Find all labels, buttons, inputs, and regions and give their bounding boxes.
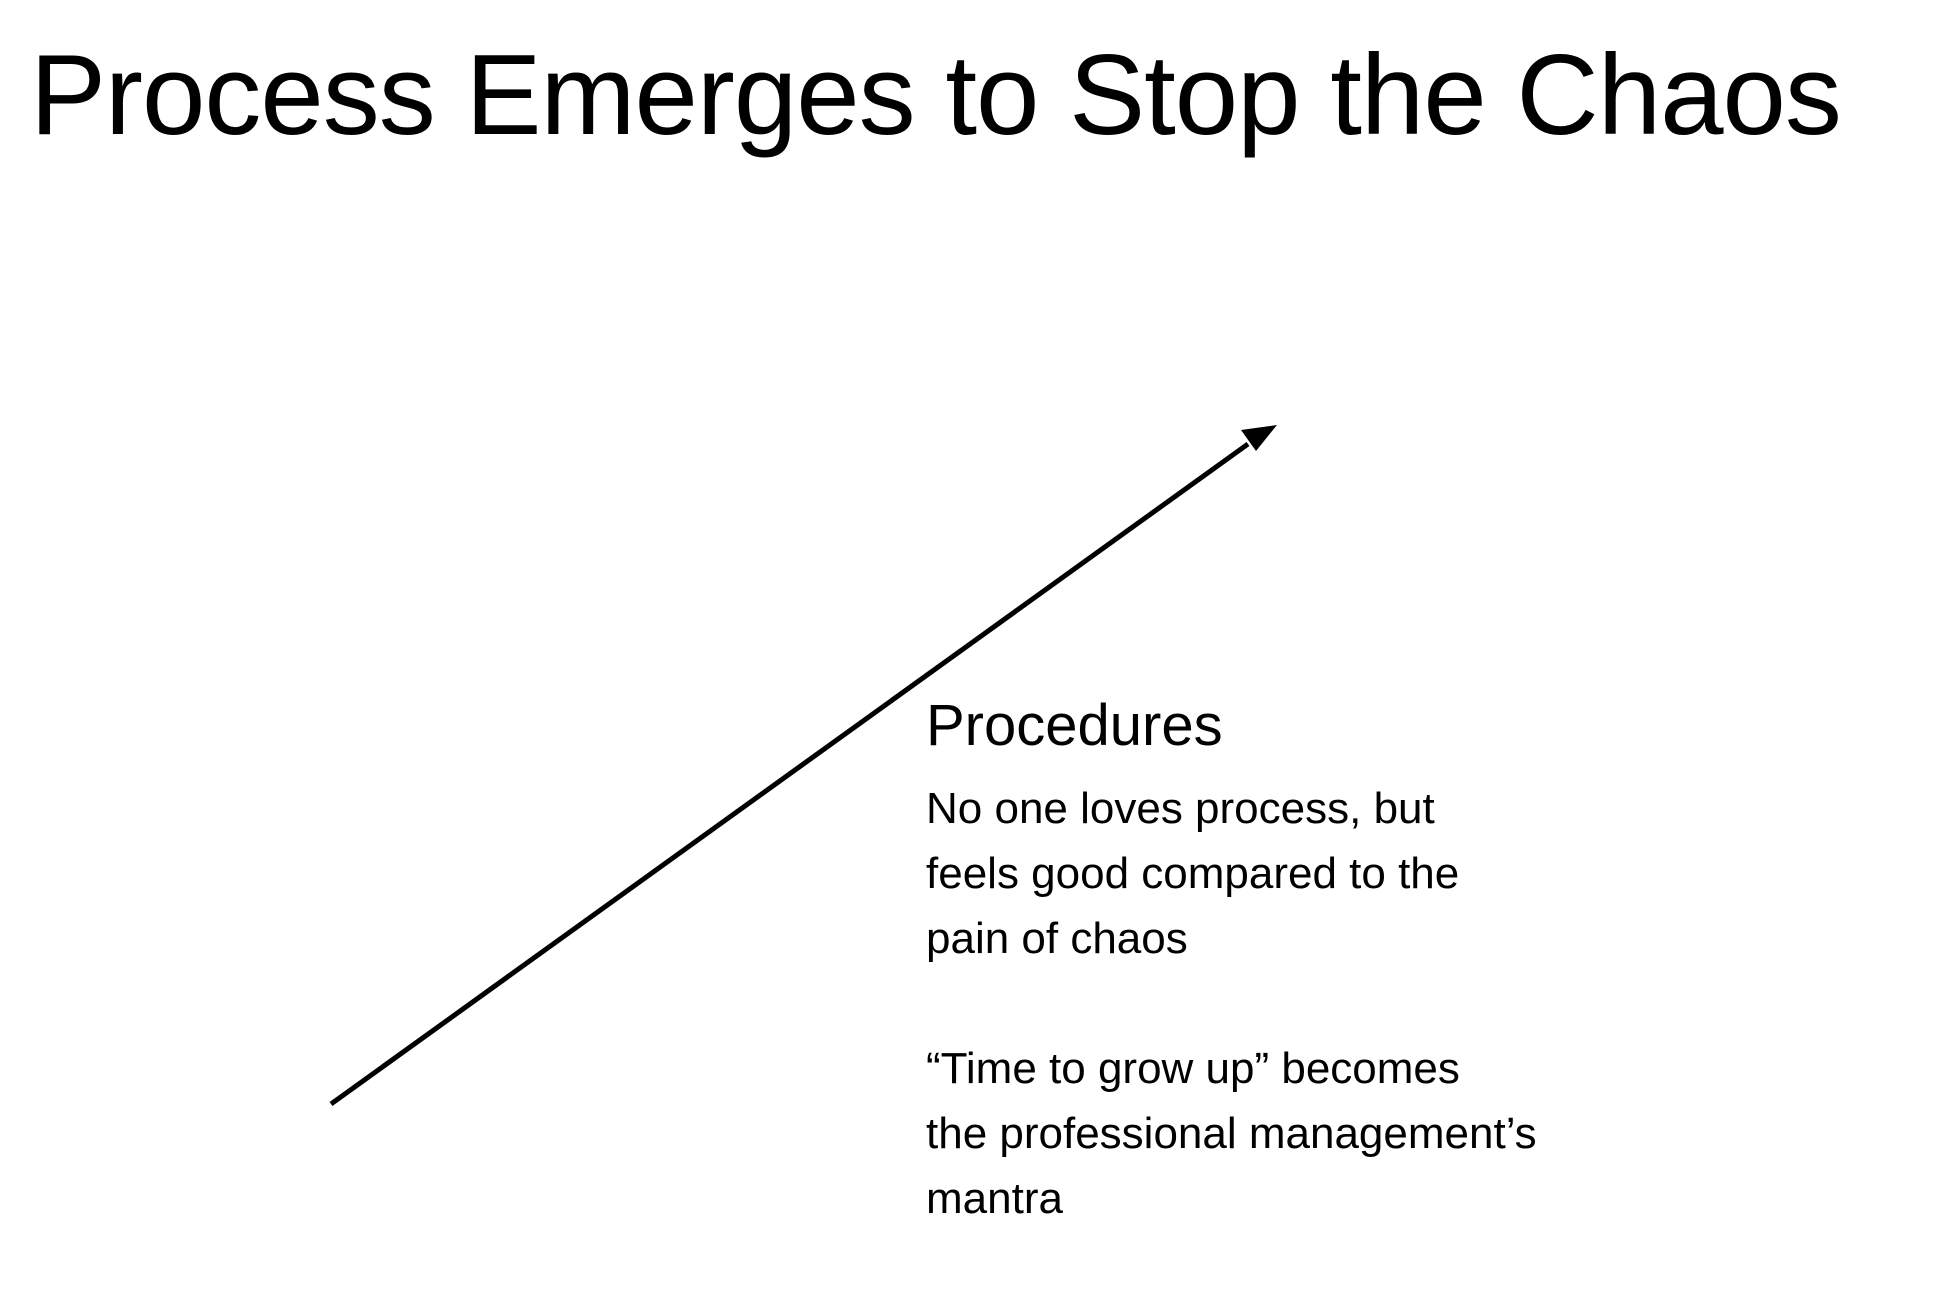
arrow-shaft — [329, 441, 1250, 1107]
procedures-text-block: Procedures No one loves process, but fee… — [926, 690, 1686, 1231]
procedures-paragraph-2: “Time to grow up” becomes the profession… — [926, 1044, 1537, 1223]
procedures-heading: Procedures — [926, 693, 1223, 758]
arrowhead — [1241, 425, 1277, 451]
procedures-paragraph-1: No one loves process, but feels good com… — [926, 784, 1460, 963]
slide-title: Process Emerges to Stop the Chaos — [30, 32, 1842, 159]
